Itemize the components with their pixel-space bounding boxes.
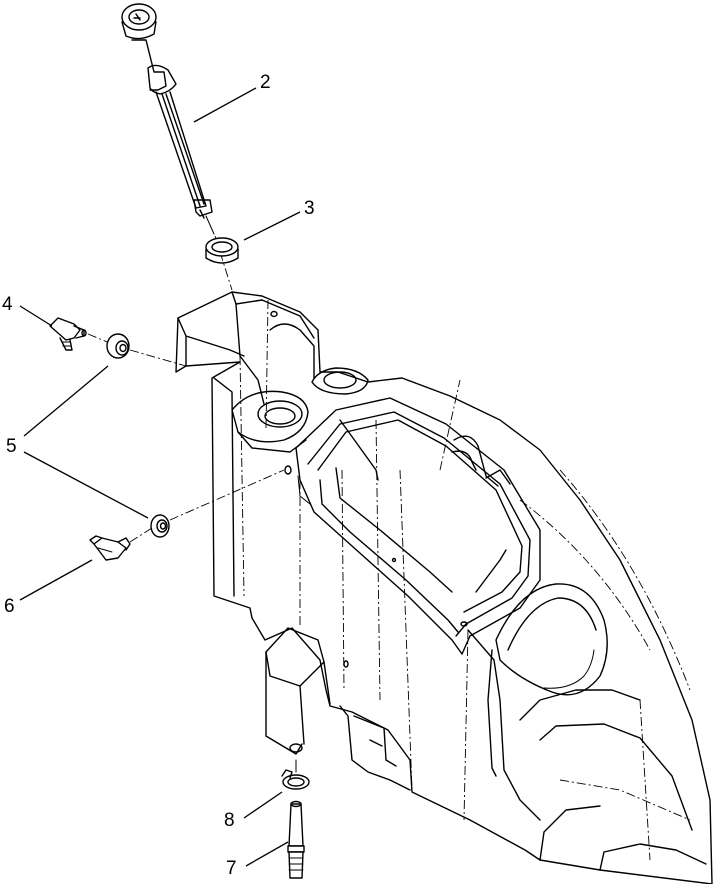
hose-barb-fitting: [287, 759, 305, 879]
callout-labels: 2 3 4 5 6 7 8: [2, 72, 315, 879]
callout-2: 2: [260, 72, 271, 93]
callout-7: 7: [226, 858, 237, 879]
callout-6: 6: [4, 596, 15, 617]
bushing-upper: [106, 333, 187, 367]
bushing-lower: [150, 469, 285, 538]
elbow-fitting-lower: [89, 527, 153, 561]
leader-lines: [19, 87, 301, 867]
elbow-fitting-upper: [49, 317, 113, 351]
callout-8: 8: [224, 810, 235, 831]
callout-3: 3: [304, 198, 315, 219]
hose-clamp: [281, 769, 310, 790]
fuel-gauge-sender: [121, 3, 233, 291]
grommet: [205, 237, 239, 264]
callout-4: 4: [2, 294, 13, 315]
hidden-lines: [239, 299, 691, 861]
callout-5: 5: [6, 436, 17, 457]
fuel-tank: [175, 291, 713, 884]
